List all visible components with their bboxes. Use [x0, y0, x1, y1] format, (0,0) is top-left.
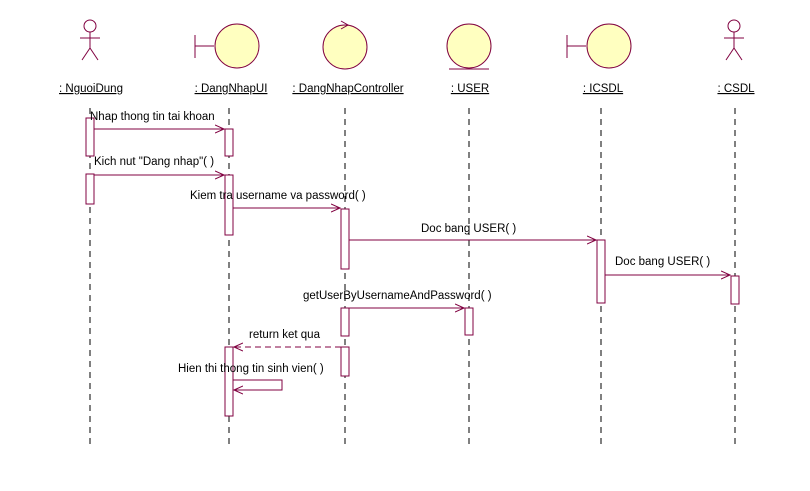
boundary-icon: [566, 23, 632, 69]
message-label: return ket qua: [249, 329, 321, 341]
activation-bar: [224, 174, 234, 236]
lifeline-label-icsdl: : ICSDL: [583, 83, 624, 95]
actor-icon: [80, 19, 100, 61]
boundary-icon: [194, 23, 260, 69]
lifeline-label-dangnhapcontroller: : DangNhapController: [292, 83, 403, 95]
activation-bar: [224, 128, 234, 157]
activation-bar: [224, 346, 234, 417]
activation-bar: [340, 307, 350, 337]
activation-bar: [85, 117, 95, 157]
activation-bar: [730, 275, 740, 305]
entity-icon: [446, 23, 492, 70]
message-label: Kich nut "Dang nhap"( ): [94, 156, 214, 168]
message-label: Hien thi thong tin sinh vien( ): [178, 363, 324, 375]
activation-bar: [340, 346, 350, 377]
message-label: getUserByUsernameAndPassword( ): [303, 290, 492, 302]
message-label: Kiem tra username va password( ): [190, 190, 366, 202]
message-label: Doc bang USER( ): [421, 223, 516, 235]
activation-bar: [340, 208, 350, 270]
self-message-arrow: [233, 379, 283, 390]
control-icon: [322, 20, 368, 70]
lifeline-label-dangnhapui: : DangNhapUI: [195, 83, 268, 95]
activation-bar: [85, 173, 95, 205]
activation-bar: [464, 307, 474, 336]
actor-icon: [724, 19, 744, 61]
message-label: Nhap thong tin tai khoan: [90, 111, 215, 123]
lifeline-label-nguoidung: : NguoiDung: [59, 83, 123, 95]
lifeline-label-user: : USER: [451, 83, 489, 95]
activation-bar: [596, 239, 606, 304]
message-label: Doc bang USER( ): [615, 256, 710, 268]
lifeline-label-csdl: : CSDL: [717, 83, 755, 95]
